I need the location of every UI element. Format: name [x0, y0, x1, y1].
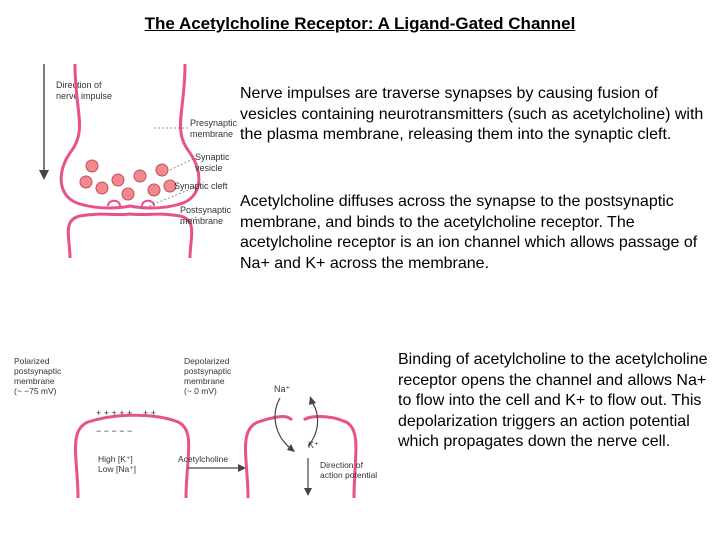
depolarized-label-2: postsynaptic: [184, 366, 232, 376]
depolarized-label-1: Depolarized: [184, 356, 230, 366]
synapse-diagram: Direction of nerve impulse Presynaptic m…: [39, 63, 238, 259]
direction-label-1: Direction of: [56, 80, 102, 90]
presynaptic-label-1: Presynaptic: [190, 118, 238, 128]
direction-label-2: nerve impulse: [56, 91, 112, 101]
polarized-label-1: Polarized: [14, 356, 50, 366]
paragraph-vesicle-fusion: Nerve impulses are traverse synapses by …: [240, 85, 704, 143]
postsynaptic-label-1: Postsynaptic: [180, 205, 232, 215]
svg-text:− − − − −: − − − − −: [96, 426, 132, 436]
presynaptic-membrane: [59, 63, 201, 210]
action-label-1: Direction of: [320, 460, 364, 470]
k-ion-label: K⁺: [308, 440, 319, 450]
polarized-label-4: (~ −75 mV): [14, 386, 57, 396]
postsynaptic-membrane: [66, 212, 194, 259]
na-ion-label: Na⁺: [274, 384, 291, 394]
cleft-label: Synaptic cleft: [174, 181, 228, 191]
channel-diagram: Polarized postsynaptic membrane (~ −75 m…: [14, 356, 377, 499]
low-na-label: Low [Na⁺]: [98, 464, 136, 474]
paragraph-acetylcholine-diffusion: Acetylcholine diffuses across the synaps…: [240, 193, 698, 272]
svg-text:+ + + + +: + + + + +: [96, 408, 132, 418]
vesicle-label-1: Synaptic: [195, 152, 230, 162]
page-title: The Acetylcholine Receptor: A Ligand-Gat…: [144, 14, 576, 33]
acetylcholine-label: Acetylcholine: [178, 454, 228, 464]
polarized-label-2: postsynaptic: [14, 366, 62, 376]
synaptic-vesicles: [79, 159, 177, 201]
action-label-2: action potential: [320, 470, 377, 480]
depolarized-label-4: (~ 0 mV): [184, 386, 217, 396]
postsynaptic-label-2: membrane: [180, 216, 223, 226]
paragraph-channel-opening: Binding of acetylcholine to the acetylch…: [398, 351, 708, 450]
high-k-label: High [K⁺]: [98, 454, 133, 464]
depolarized-membrane: [244, 415, 294, 499]
depolarized-label-3: membrane: [184, 376, 225, 386]
vesicle-label-2: vesicle: [195, 163, 223, 173]
polarized-label-3: membrane: [14, 376, 55, 386]
svg-text:+ +: + +: [143, 408, 156, 418]
presynaptic-label-2: membrane: [190, 129, 233, 139]
polarized-membrane: [74, 413, 191, 499]
